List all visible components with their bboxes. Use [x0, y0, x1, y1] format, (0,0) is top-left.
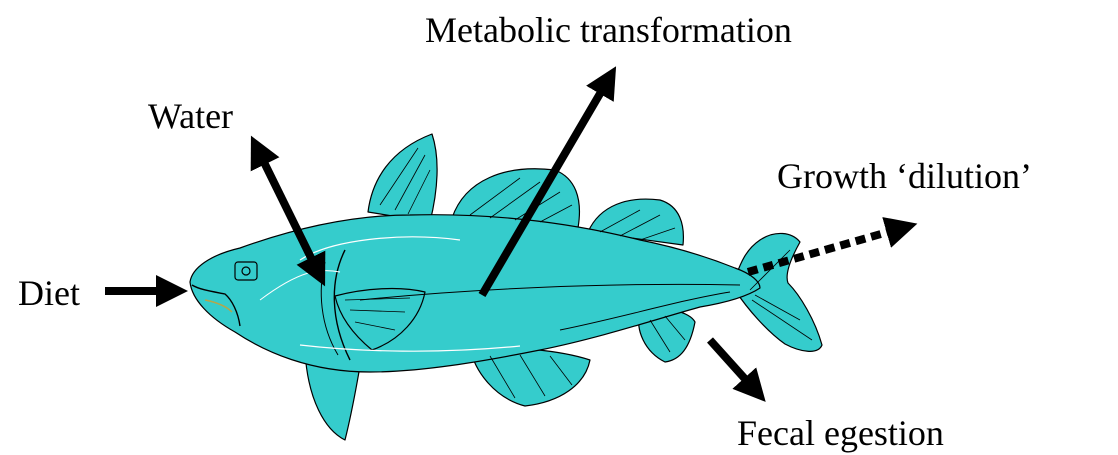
diet-label: Diet [18, 275, 80, 311]
water-label: Water [148, 98, 233, 134]
dorsal-fin-front [368, 134, 437, 222]
fish-eye [235, 262, 257, 280]
growth-dilution-label: Growth ‘dilution’ [777, 158, 1032, 194]
fish-illustration [190, 134, 822, 440]
fecal-egestion-arrow [710, 340, 755, 390]
fecal-egestion-label: Fecal egestion [737, 415, 944, 451]
metabolic-transformation-label: Metabolic transformation [425, 12, 792, 48]
